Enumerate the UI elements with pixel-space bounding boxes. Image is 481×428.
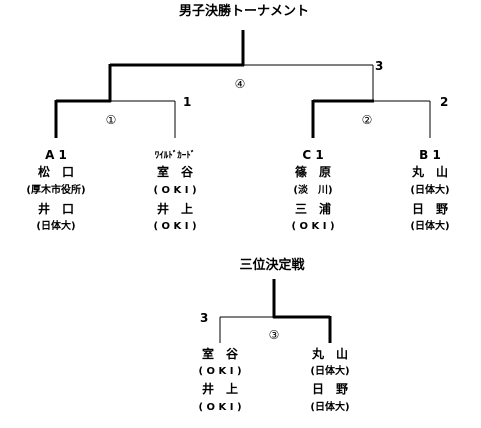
player-name: 日 野 [411,202,449,216]
player-team: ( O K I ) [291,221,335,232]
team-seed: B 1 [419,148,441,162]
player-team: ( O K I ) [153,221,197,232]
player-name: 室 谷 [156,165,194,179]
player-team: (日体大) [310,402,350,413]
player-team: (淡 川) [293,185,333,196]
match-label-4: ④ [234,77,246,91]
team-seed: C 1 [302,148,324,162]
round-number-2: 2 [440,95,449,109]
team-seed: ﾜｲﾙﾄﾞｶｰﾄﾞ [154,151,196,161]
player-name: 篠 原 [294,165,332,179]
final-title: 男子決勝トーナメント [178,4,310,19]
player-name: 室 谷 [201,347,239,361]
player-team: (日体大) [410,221,450,232]
player-name: 日 野 [311,382,349,396]
match-label-3: ③ [268,328,280,342]
match-label-2: ② [361,113,373,127]
player-team: (日体大) [410,185,450,196]
player-name: 井 上 [201,382,239,396]
round-number-1: 1 [183,95,192,109]
player-name: 丸 山 [411,165,449,179]
player-name: 井 口 [37,202,75,216]
player-team: (日体大) [310,366,350,377]
player-team: (日体大) [36,221,76,232]
third-place-title: 三位決定戦 [239,258,305,273]
player-name: 三 浦 [294,202,332,216]
third-round-number: 3 [200,311,209,325]
round-number-3: 3 [375,59,384,73]
player-name: 丸 山 [311,347,349,361]
player-name: 井 上 [156,202,194,216]
player-team: ( O K I ) [198,366,242,377]
match-label-1: ① [105,113,117,127]
team-seed: A 1 [45,148,67,162]
player-team: (厚木市役所) [26,185,86,196]
player-team: ( O K I ) [153,185,197,196]
player-name: 松 口 [37,165,75,179]
player-team: ( O K I ) [198,402,242,413]
